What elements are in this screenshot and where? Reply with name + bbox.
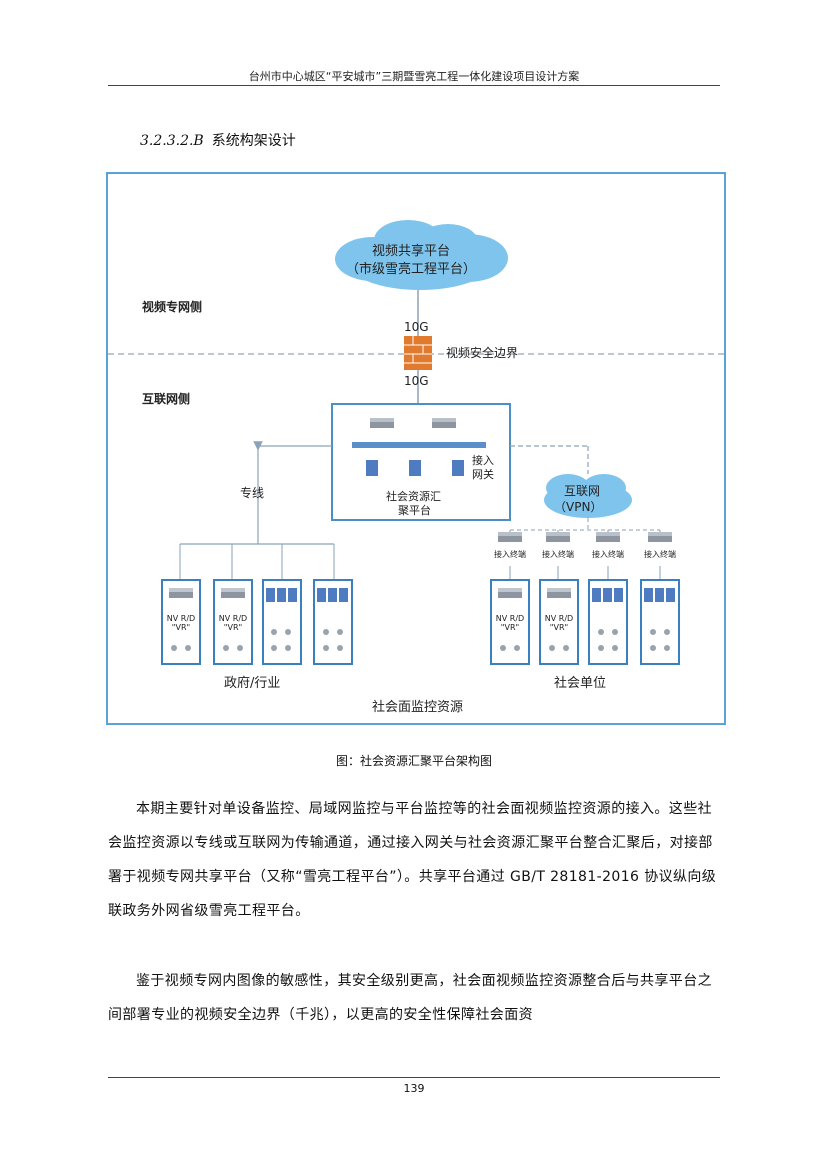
server-rack-icons (266, 588, 675, 602)
section-heading: 3.2.3.2.B 系统构架设计 (140, 130, 296, 150)
video-network-side-label: 视频专网侧 (142, 300, 203, 314)
page-number: 139 (403, 1082, 425, 1095)
switch-icon (370, 418, 456, 428)
cloud-label-line2: （市级雪亮工程平台） (346, 262, 477, 277)
platform-bus (352, 442, 486, 448)
aggregation-platform-box (331, 403, 511, 521)
footer-rule (108, 1077, 720, 1078)
nvr-device-icons (169, 588, 571, 598)
cloud-label-line1: 视频共享平台 (372, 244, 451, 259)
internet-cloud-line1: 互联网 (564, 484, 601, 498)
gateway-label-line1: 接入 (472, 454, 494, 467)
security-boundary-label: 视频安全边界 (446, 346, 519, 360)
access-terminal-label: 接入终端 (644, 550, 676, 559)
internet-side-label: 互联网侧 (142, 392, 191, 406)
government-label: 政府/行业 (224, 676, 281, 691)
cloud-shape-internet (544, 474, 632, 518)
gateway-server-icon (366, 460, 464, 476)
access-terminal-icons (498, 532, 672, 542)
firewall-icon (404, 336, 432, 370)
diagram-graphics (108, 220, 728, 665)
resources-label: 社会面监控资源 (372, 700, 464, 715)
access-terminal-label: 接入终端 (494, 550, 526, 559)
document-header: 台州市中心城区“平安城市”三期暨雪亮工程一体化建设项目设计方案 (248, 70, 580, 83)
header-rule (108, 85, 720, 86)
access-terminal-label: 接入终端 (542, 550, 574, 559)
aggregation-label-line1: 社会资源汇 (386, 490, 441, 503)
nvr-label: NV R/D "VR" (166, 614, 196, 632)
nvr-label: NV R/D "VR" (218, 614, 248, 632)
cloud-shape-top (335, 220, 508, 290)
nvr-label: NV R/D "VR" (544, 614, 574, 632)
internet-cloud-line2: （VPN） (554, 500, 603, 514)
gateway-label-line2: 网关 (472, 468, 494, 481)
architecture-diagram: 视频共享平台 （市级雪亮工程平台） 视频专网侧 10G 视频安全边界 10G 互… (106, 172, 728, 725)
social-unit-label: 社会单位 (554, 676, 607, 691)
government-device-boxes (161, 579, 353, 665)
access-terminal-label: 接入终端 (592, 550, 624, 559)
body-paragraph: 鉴于视频专网内图像的敏感性，其安全级别更高，社会面视频监控资源整合后与共享平台之… (108, 973, 712, 1023)
figure-caption: 图：社会资源汇聚平台架构图 (335, 754, 492, 768)
bandwidth-bottom-label: 10G (404, 374, 429, 388)
camera-icons (171, 629, 670, 651)
body-paragraph: 本期主要针对单设备监控、局域网监控与平台监控等的社会面视频监控资源的接入。这些社… (108, 801, 717, 919)
aggregation-label-line2: 聚平台 (398, 504, 431, 517)
social-device-boxes (490, 579, 680, 665)
section-title: 系统构架设计 (211, 133, 296, 149)
bandwidth-top-label: 10G (404, 320, 429, 334)
dedicated-line-label: 专线 (240, 486, 265, 500)
section-number: 3.2.3.2.B (140, 133, 204, 149)
nvr-label: NV R/D "VR" (495, 614, 525, 632)
